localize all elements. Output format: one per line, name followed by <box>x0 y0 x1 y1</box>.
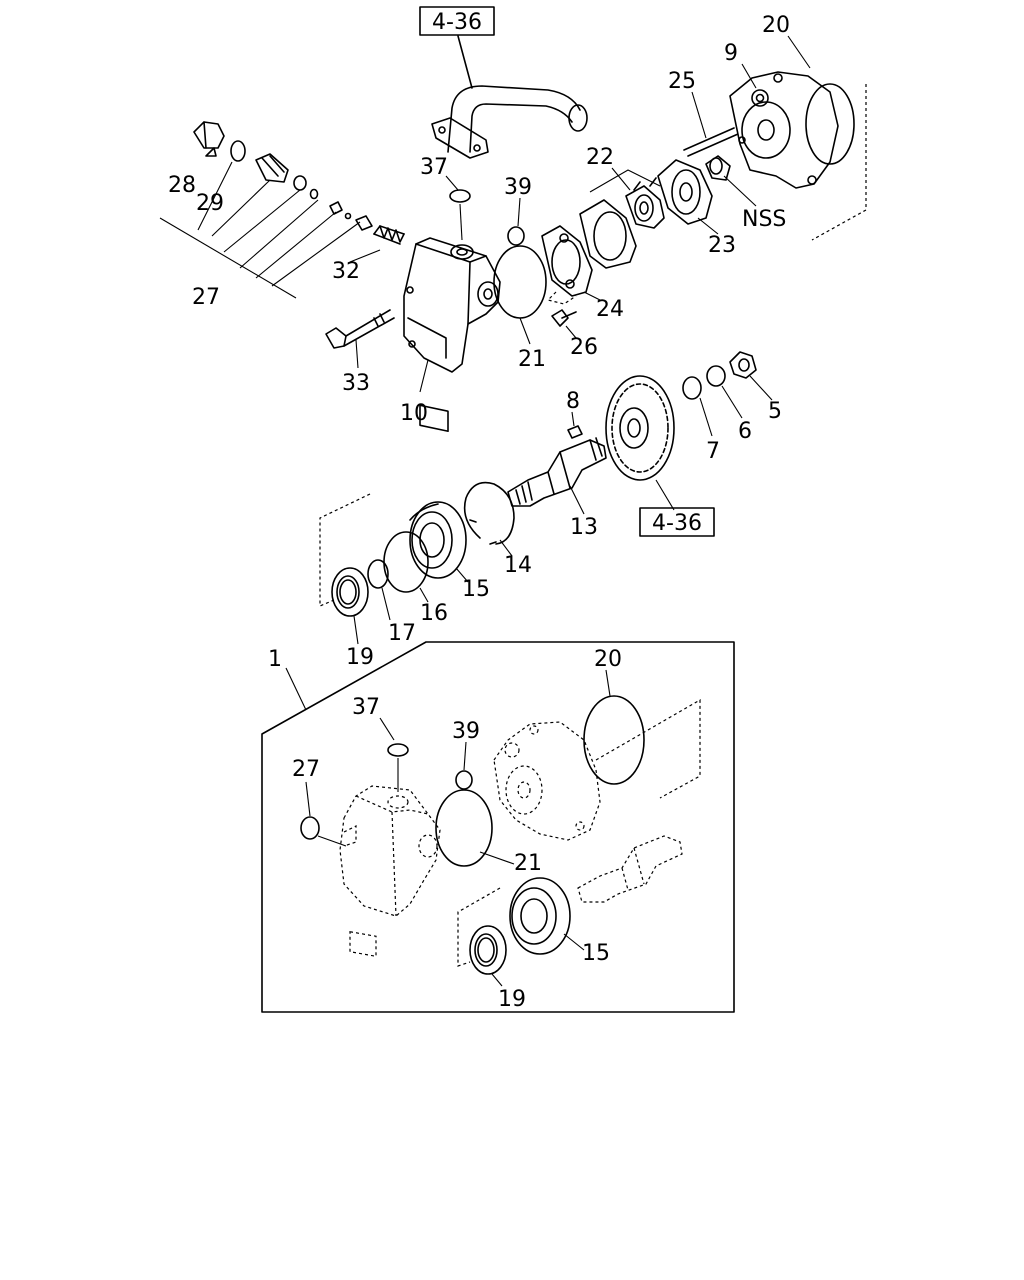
ref-box-top-text: 4-36 <box>432 10 482 35</box>
label-5: 5 <box>768 399 782 424</box>
assembly-shaft <box>577 835 683 903</box>
assembly-housing <box>339 785 441 958</box>
pin-25 <box>683 127 739 157</box>
washer-37 <box>449 189 471 203</box>
assembly-bearing-15 <box>509 877 571 955</box>
plug-28 <box>193 121 225 157</box>
ref-box-bottom[interactable]: 4-36 <box>639 507 715 537</box>
label-9: 9 <box>724 41 738 66</box>
label-17: 17 <box>388 621 416 646</box>
oil-seal-19 <box>331 567 369 617</box>
assembly-frame <box>261 641 735 1013</box>
snap-ring-14 <box>463 481 515 545</box>
oring-20 <box>805 83 855 165</box>
washer-7 <box>682 376 702 400</box>
screw-26 <box>551 309 577 327</box>
drive-gear <box>605 375 675 481</box>
label-23: 23 <box>708 233 736 258</box>
assembly-seal-19 <box>469 925 507 975</box>
cam-ring <box>579 199 637 269</box>
label-16: 16 <box>420 601 448 626</box>
label-8: 8 <box>566 389 580 414</box>
bolt-33 <box>325 309 395 349</box>
nut-5 <box>729 351 757 379</box>
side-plate-23 <box>657 159 713 225</box>
label-15: 15 <box>462 577 490 602</box>
label-13: 13 <box>570 515 598 540</box>
assembly-oring-21 <box>435 789 493 867</box>
label-29: 29 <box>196 191 224 216</box>
label-1: 1 <box>268 647 282 672</box>
assembly-washer-37 <box>387 743 409 757</box>
ref-box-bottom-text: 4-36 <box>652 511 702 536</box>
plate-24 <box>541 225 593 297</box>
label-22: 22 <box>586 145 614 170</box>
label-37: 37 <box>420 155 448 180</box>
label-assy-39: 39 <box>452 719 480 744</box>
pump-housing-10 <box>403 237 501 433</box>
label-assy-37: 37 <box>352 695 380 720</box>
washer-29 <box>230 140 246 162</box>
label-assy-21: 21 <box>514 851 542 876</box>
oring-39 <box>507 226 525 246</box>
assembly-oring-20 <box>583 695 645 785</box>
valve-body <box>255 153 307 191</box>
label-20: 20 <box>762 13 790 38</box>
label-25: 25 <box>668 69 696 94</box>
label-26: 26 <box>570 335 598 360</box>
assembly-oring-27 <box>300 816 320 840</box>
assembly-oring-39 <box>455 770 473 790</box>
label-14: 14 <box>504 553 532 578</box>
bearing-15 <box>409 501 467 579</box>
oring-21 <box>493 245 547 319</box>
label-28: 28 <box>168 173 196 198</box>
key-8 <box>567 425 583 439</box>
label-19: 19 <box>346 645 374 670</box>
ref-box-top[interactable]: 4-36 <box>419 6 495 36</box>
label-24: 24 <box>596 297 624 322</box>
label-nss: NSS <box>742 207 786 232</box>
label-32: 32 <box>332 259 360 284</box>
label-21: 21 <box>518 347 546 372</box>
label-assy-15: 15 <box>582 941 610 966</box>
label-39: 39 <box>504 175 532 200</box>
label-assy-19: 19 <box>498 987 526 1012</box>
shaft-13 <box>507 437 607 507</box>
label-27: 27 <box>192 285 220 310</box>
rotor-22 <box>625 177 665 229</box>
label-33: 33 <box>342 371 370 396</box>
label-assy-20: 20 <box>594 647 622 672</box>
oil-pipe <box>431 85 588 159</box>
label-6: 6 <box>738 419 752 444</box>
label-7: 7 <box>706 439 720 464</box>
assembly-rear-cover <box>493 721 601 841</box>
spring-32 <box>373 225 405 245</box>
bushing-nss <box>705 155 731 181</box>
lockwasher-6 <box>706 365 726 387</box>
label-10: 10 <box>400 401 428 426</box>
oring-17 <box>367 559 389 589</box>
label-assy-27: 27 <box>292 757 320 782</box>
rear-cover-9 <box>729 71 839 189</box>
